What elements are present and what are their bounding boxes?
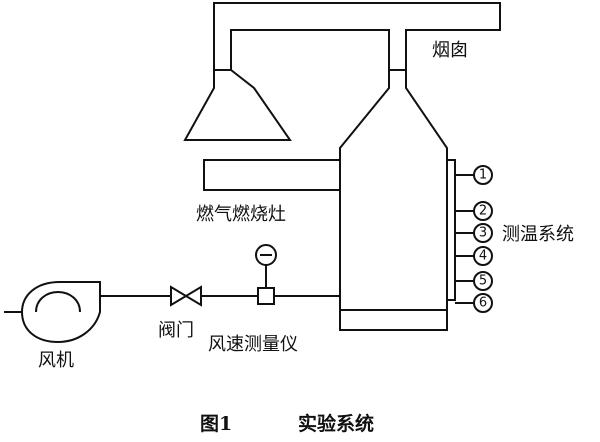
label-valve: 阀门 [158,320,194,341]
anemometer-probe-box [257,287,275,305]
label-fan: 风机 [38,350,74,371]
fan-inlet-arc [35,290,81,313]
svg-text:3: 3 [479,226,487,241]
furnace-body [339,70,448,331]
svg-text:1: 1 [479,168,487,183]
gas-burner-duct [203,159,340,191]
valve-icon [170,285,202,307]
svg-text:6: 6 [479,296,487,311]
exhaust-hood [183,69,292,141]
svg-text:2: 2 [479,204,487,219]
label-anemometer: 风速测量仪 [208,334,298,355]
label-temperature-system: 测温系统 [502,224,574,245]
sensor-point-4: 4 [473,246,493,266]
figure-title: 实验系统 [298,412,374,435]
thermocouple-plate [446,159,456,301]
svg-text:5: 5 [479,274,487,289]
sensor-point-3: 3 [473,223,493,243]
label-chimney: 烟囱 [432,40,468,61]
sensor-point-6: 6 [473,293,493,313]
fan-icon [20,281,101,344]
sensor-point-2: 2 [473,201,493,221]
sensor-point-5: 5 [473,271,493,291]
svg-text:4: 4 [479,249,487,264]
label-gas-burner: 燃气燃烧灶 [196,204,286,225]
figure-number: 图1 [200,413,232,435]
sensor-point-1: 1 [473,165,493,185]
